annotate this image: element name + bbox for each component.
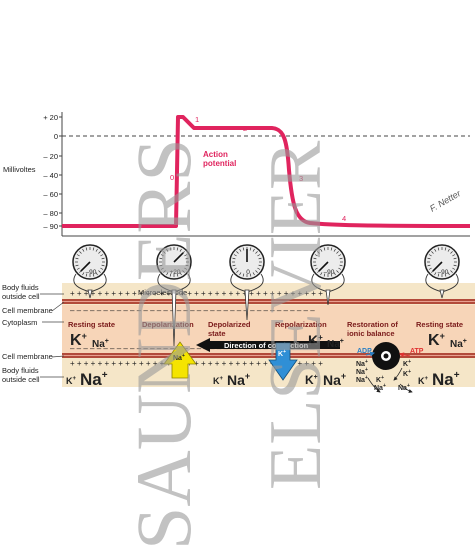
arrow-ion-label: Na+ (173, 353, 185, 362)
sodium-influx-arrow: Na+ (163, 341, 197, 379)
ion-outside: Na+ (432, 370, 460, 389)
y-ticks: + 20 0 – 20 – 40 – 60 – 80 – 90 (43, 113, 58, 231)
ion-outside: K+ (66, 376, 77, 386)
outer-fluid-bottom (62, 357, 475, 387)
atp-label: ATP (410, 348, 424, 355)
pump-ion: Na+ (356, 367, 368, 376)
ion-na-small: Na+ (450, 338, 467, 350)
y-tick-label: – 60 (43, 190, 58, 199)
curve-point-label: 3 (299, 174, 303, 183)
pump-ion: Na+ (374, 383, 386, 392)
voltmeter-reading: 0 (246, 269, 250, 276)
pump-ion: Na+ (356, 359, 368, 368)
state-depolarized: state (208, 329, 226, 338)
ion-outside: K+ (213, 376, 224, 386)
watermark-text: SAUNDERS (120, 138, 207, 550)
label-body-fluids-top: outside cell (2, 292, 40, 301)
ion-outside: Na+ (227, 371, 250, 388)
charge-row: + + + + + + + + + + + + + + + + + + + + … (70, 359, 323, 368)
ion-outside: K+ (305, 373, 318, 387)
microelectrode (244, 289, 250, 321)
voltmeter: –90 (72, 244, 108, 299)
action-potential-label: Action (203, 150, 228, 159)
y-tick-label: – 80 (43, 209, 58, 218)
y-tick-label: 0 (54, 132, 58, 141)
pump-ion: Na+ (398, 383, 410, 392)
state-resting-1: Resting state (68, 320, 115, 329)
pump-ion: Na+ (356, 375, 368, 384)
cell-membrane-section: + + + + + + + + + + + + + + + + + + + + … (2, 283, 475, 393)
curve-point-label: 0 (170, 173, 174, 182)
action-potential-label: potential (203, 159, 236, 168)
ion-k-large: K+ (70, 331, 87, 349)
state-restoration: Restoration of (347, 320, 398, 329)
voltmeter-reading: –90 (86, 269, 97, 276)
label-cytoplasm: Cytoplasm (2, 318, 37, 327)
microelectrode (325, 289, 331, 306)
sodium-potassium-pump: ADP ATP Na+ Na+ Na+ K+ K+ K+ Na+ Na+ (356, 342, 424, 393)
voltmeter-reading: +20 (169, 269, 180, 276)
voltmeter-needle (432, 261, 443, 272)
voltmeter: 0 (229, 244, 265, 321)
pump-ion: K+ (403, 369, 411, 378)
voltmeter-reading: –90 (324, 269, 335, 276)
label-cell-membrane-bottom: Cell membrane (2, 352, 53, 361)
voltmeter-needle (173, 252, 184, 263)
label-body-fluids-bottom: outside cell (2, 375, 40, 384)
pump-ion: K+ (403, 359, 411, 368)
curve-point-label: 1 (195, 115, 199, 124)
state-depolarized: Depolarized (208, 320, 251, 329)
label-body-fluids-bottom: Body fluids (2, 366, 39, 375)
membrane-potential-graph: + 20 0 – 20 – 40 – 60 – 80 – 90 Millivol… (3, 112, 471, 237)
voltmeter: –90 (424, 244, 460, 299)
ion-k-large: K+ (428, 331, 445, 349)
charge-row: – – – – – – – – – – – – – – – – – – – – … (70, 344, 315, 353)
microelectrode (439, 289, 445, 299)
microelectrode (171, 289, 177, 347)
ion-k-large: K+ (308, 332, 323, 348)
conduction-label: Direction of conduction (224, 341, 309, 350)
action-potential-curve (62, 115, 471, 228)
state-repolarization: Repolarization (275, 320, 327, 329)
voltmeter-needle (80, 261, 91, 272)
ion-na-small: Na+ (327, 338, 344, 350)
state-restoration: ionic balance (347, 329, 395, 338)
ion-outside: Na+ (80, 370, 108, 389)
label-cell-membrane-top: Cell membrane (2, 306, 53, 315)
adp-label: ADP (357, 348, 372, 355)
state-resting-2: Resting state (416, 320, 463, 329)
charge-row: – – – – – – – – – – – – – – – – – – – – … (70, 306, 315, 315)
ion-outside: Na+ (323, 371, 346, 388)
voltmeter: +20 (156, 244, 192, 347)
y-axis-label: Millivoltes (3, 165, 36, 174)
potassium-efflux-arrow: K+ (268, 342, 298, 381)
y-tick-label: + 20 (43, 113, 58, 122)
ion-na-small: Na+ (92, 338, 109, 350)
voltmeter-reading: –90 (438, 269, 449, 276)
charge-row: + + + + + + + + + + + + + + + + + + + + … (70, 289, 323, 298)
curve-point-label: 4 (342, 214, 346, 223)
artist-signature: F. Netter (428, 188, 463, 214)
voltmeter: –90 (310, 244, 346, 306)
label-microelectrode: Microelectrode (138, 288, 187, 297)
y-tick-label: – 90 (43, 222, 58, 231)
curve-point-label: 2 (243, 124, 247, 133)
voltmeters: –90 +20 0 –90 –90 (72, 244, 460, 347)
state-depolarization: Depolarization (142, 320, 194, 329)
microelectrode (87, 289, 93, 299)
watermark: SAUNDERS ELSEVIER (120, 138, 337, 550)
voltmeter-needle (318, 261, 329, 272)
direction-of-conduction-arrow: Direction of conduction (196, 338, 340, 352)
y-tick-label: – 20 (43, 152, 58, 161)
label-body-fluids-top: Body fluids (2, 283, 39, 292)
ion-outside: K+ (418, 376, 429, 386)
y-tick-label: – 40 (43, 171, 58, 180)
arrow-ion-label: K+ (278, 349, 286, 358)
pump-ion: K+ (376, 375, 384, 384)
watermark-text: ELSEVIER (255, 140, 337, 490)
